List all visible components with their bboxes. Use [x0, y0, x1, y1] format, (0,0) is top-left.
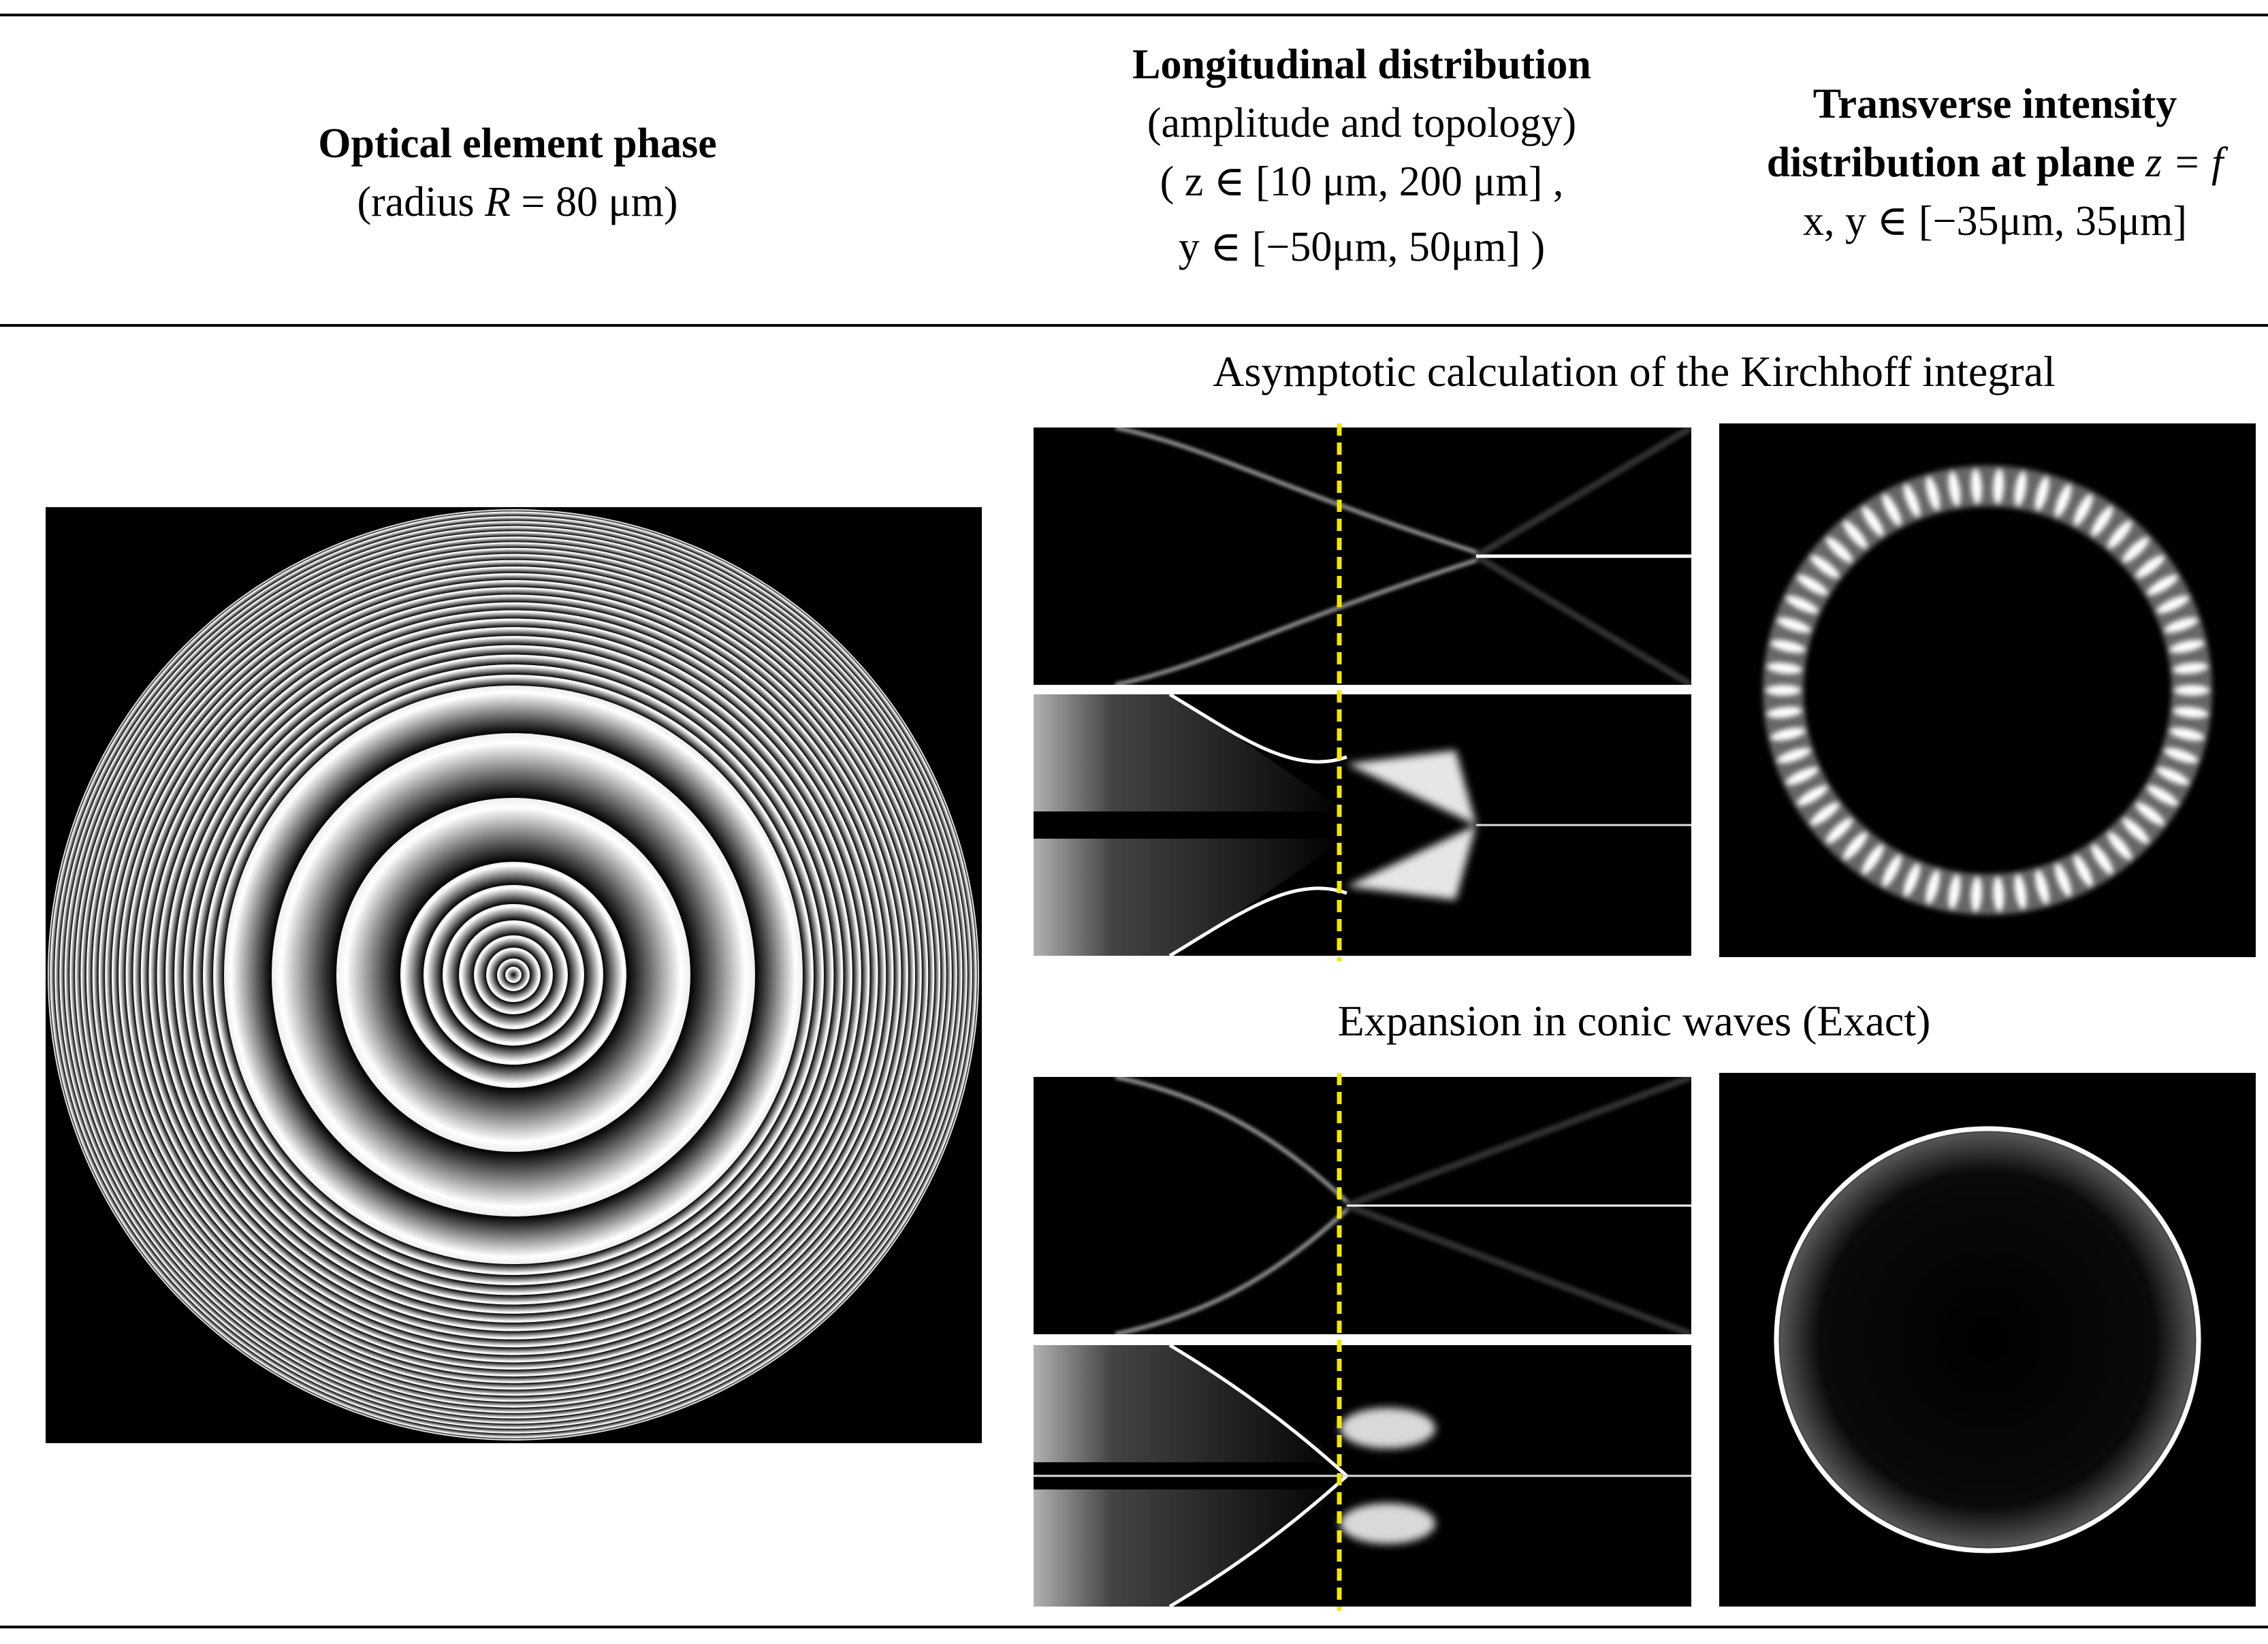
ring-lobe [1970, 876, 1982, 912]
ring-lobe [2147, 575, 2178, 596]
ring-lobe [1862, 506, 1884, 536]
ring-lobe [2014, 471, 2027, 506]
ring-lobe [1766, 662, 1802, 674]
ring-lobe [2164, 617, 2199, 633]
ring-lobe [2169, 639, 2205, 654]
row-label-exact: Expansion in conic waves (Exact) [1337, 997, 1931, 1045]
header-rule [0, 324, 2268, 327]
topology-edge-upper [1168, 1345, 1348, 1477]
ring-lobe [1842, 520, 1868, 549]
ring-lobe [1948, 874, 1961, 909]
ring-lobe [1862, 844, 1884, 875]
ring-lobe [2034, 476, 2049, 511]
ring-lobe [1785, 595, 1819, 614]
ring-lobe [2156, 595, 2190, 614]
header-transverse-plane: z = f [2135, 140, 2224, 186]
header-longitudinal-range-z: ( z ∈ [10 μm, 200 μm] , [1160, 159, 1564, 205]
ring-lobe [1810, 802, 1840, 826]
caustic-lower [1115, 558, 1477, 685]
focal-marker-line-bottom [1337, 1073, 1342, 1611]
ring-lobe [2174, 685, 2209, 696]
ring-lobe [2122, 818, 2150, 844]
ring-lobe [1993, 876, 2005, 912]
ring-lobe [1766, 707, 1802, 718]
header-transverse-range: x, y ∈ [−35μm, 35μm] [1802, 198, 2188, 244]
ring-lobe [2091, 506, 2113, 536]
ring-lobe [1770, 727, 1806, 741]
ring-lobe [2107, 832, 2133, 860]
caustic-upper [1115, 428, 1477, 554]
header-phase-title: Optical element phase [318, 120, 717, 167]
ring-lobe [1766, 685, 1801, 696]
ring-lobe [2173, 707, 2209, 718]
ring-lobe [2173, 662, 2209, 674]
ring-lobe [1903, 483, 1921, 517]
ring-lobe [1903, 863, 1921, 897]
header-col-longitudinal: Longitudinal distribution (amplitude and… [1008, 35, 1716, 276]
ring-lobe [1797, 785, 1828, 806]
ring-lobe [2147, 785, 2178, 806]
phase-image [46, 507, 982, 1443]
ring-lobe [1776, 747, 1811, 764]
topology-edge-upper [1168, 694, 1347, 764]
asym-longitudinal-topology [1034, 694, 1691, 956]
header-transverse-title-2: distribution at plane [1766, 140, 2135, 186]
ring-lobe [2164, 747, 2199, 764]
asym-longitudinal-amplitude [1034, 428, 1691, 685]
ring-lobe [2054, 483, 2072, 517]
ring-lobe [1770, 639, 1806, 654]
ring-lobe [1948, 471, 1961, 506]
ring-lobe [1785, 767, 1819, 786]
ring-lobe [1926, 476, 1940, 511]
caustic-lower [1115, 1208, 1348, 1334]
ring-lobe [2054, 863, 2072, 897]
ring-lobe [2169, 727, 2205, 741]
ring-lobe [2135, 555, 2165, 579]
ring-lobe [2156, 767, 2190, 786]
header-col-transverse: Transverse intensity distribution at pla… [1716, 75, 2268, 251]
top-rule [0, 14, 2268, 16]
header-col-phase: Optical element phase (radius R = 80 μm) [170, 114, 865, 231]
row-label-asymptotic: Asymptotic calculation of the Kirchhoff … [1213, 347, 2056, 396]
ring-lobe [2073, 494, 2093, 526]
caustic-upper [1115, 1077, 1348, 1203]
ring-lobe [1926, 869, 1940, 905]
ring-lobe [2073, 854, 2093, 887]
header-phase-subtitle: (radius R = 80 μm) [357, 179, 678, 225]
header-longitudinal-range-y: y ∈ [−50μm, 50μm] ) [1178, 224, 1546, 270]
topology-edge-lower [1168, 886, 1347, 956]
ring-lobe [1882, 854, 1902, 887]
ring-lobe [1882, 494, 1902, 526]
ring-lobe [1776, 617, 1811, 633]
ring-lobe [1825, 536, 1853, 563]
ring-lobe [2034, 869, 2049, 905]
ring-lobe [1970, 468, 1982, 504]
ring-lobe [1810, 555, 1840, 579]
ring-lobe [2122, 536, 2150, 563]
exact-longitudinal-topology [1034, 1345, 1691, 1607]
phase-ring [505, 967, 522, 983]
ring-lobe [2107, 520, 2133, 549]
ring-lobe [2091, 844, 2113, 875]
exact-transverse-intensity [1719, 1073, 2256, 1607]
ring-halo [1763, 466, 2212, 915]
ring-lobe [1993, 468, 2005, 504]
exact-longitudinal-amplitude [1034, 1077, 1691, 1334]
focal-marker-line-top [1337, 423, 1342, 961]
asym-transverse-intensity [1719, 423, 2256, 957]
header-longitudinal-title: Longitudinal distribution [1132, 42, 1591, 88]
ring-lobe [1825, 818, 1853, 844]
header-longitudinal-sub: (amplitude and topology) [1147, 100, 1577, 146]
phase-svg [48, 509, 979, 1440]
ring-lobe [1842, 832, 1868, 860]
topology-edge-lower [1168, 1474, 1348, 1607]
bright-ring [1774, 1126, 2201, 1553]
ring-lobe [2014, 874, 2027, 909]
ring-lobe [2135, 802, 2165, 826]
bottom-rule [0, 1626, 2268, 1628]
header-transverse-title-1: Transverse intensity [1812, 81, 2177, 127]
ring-lobe [1797, 575, 1828, 596]
